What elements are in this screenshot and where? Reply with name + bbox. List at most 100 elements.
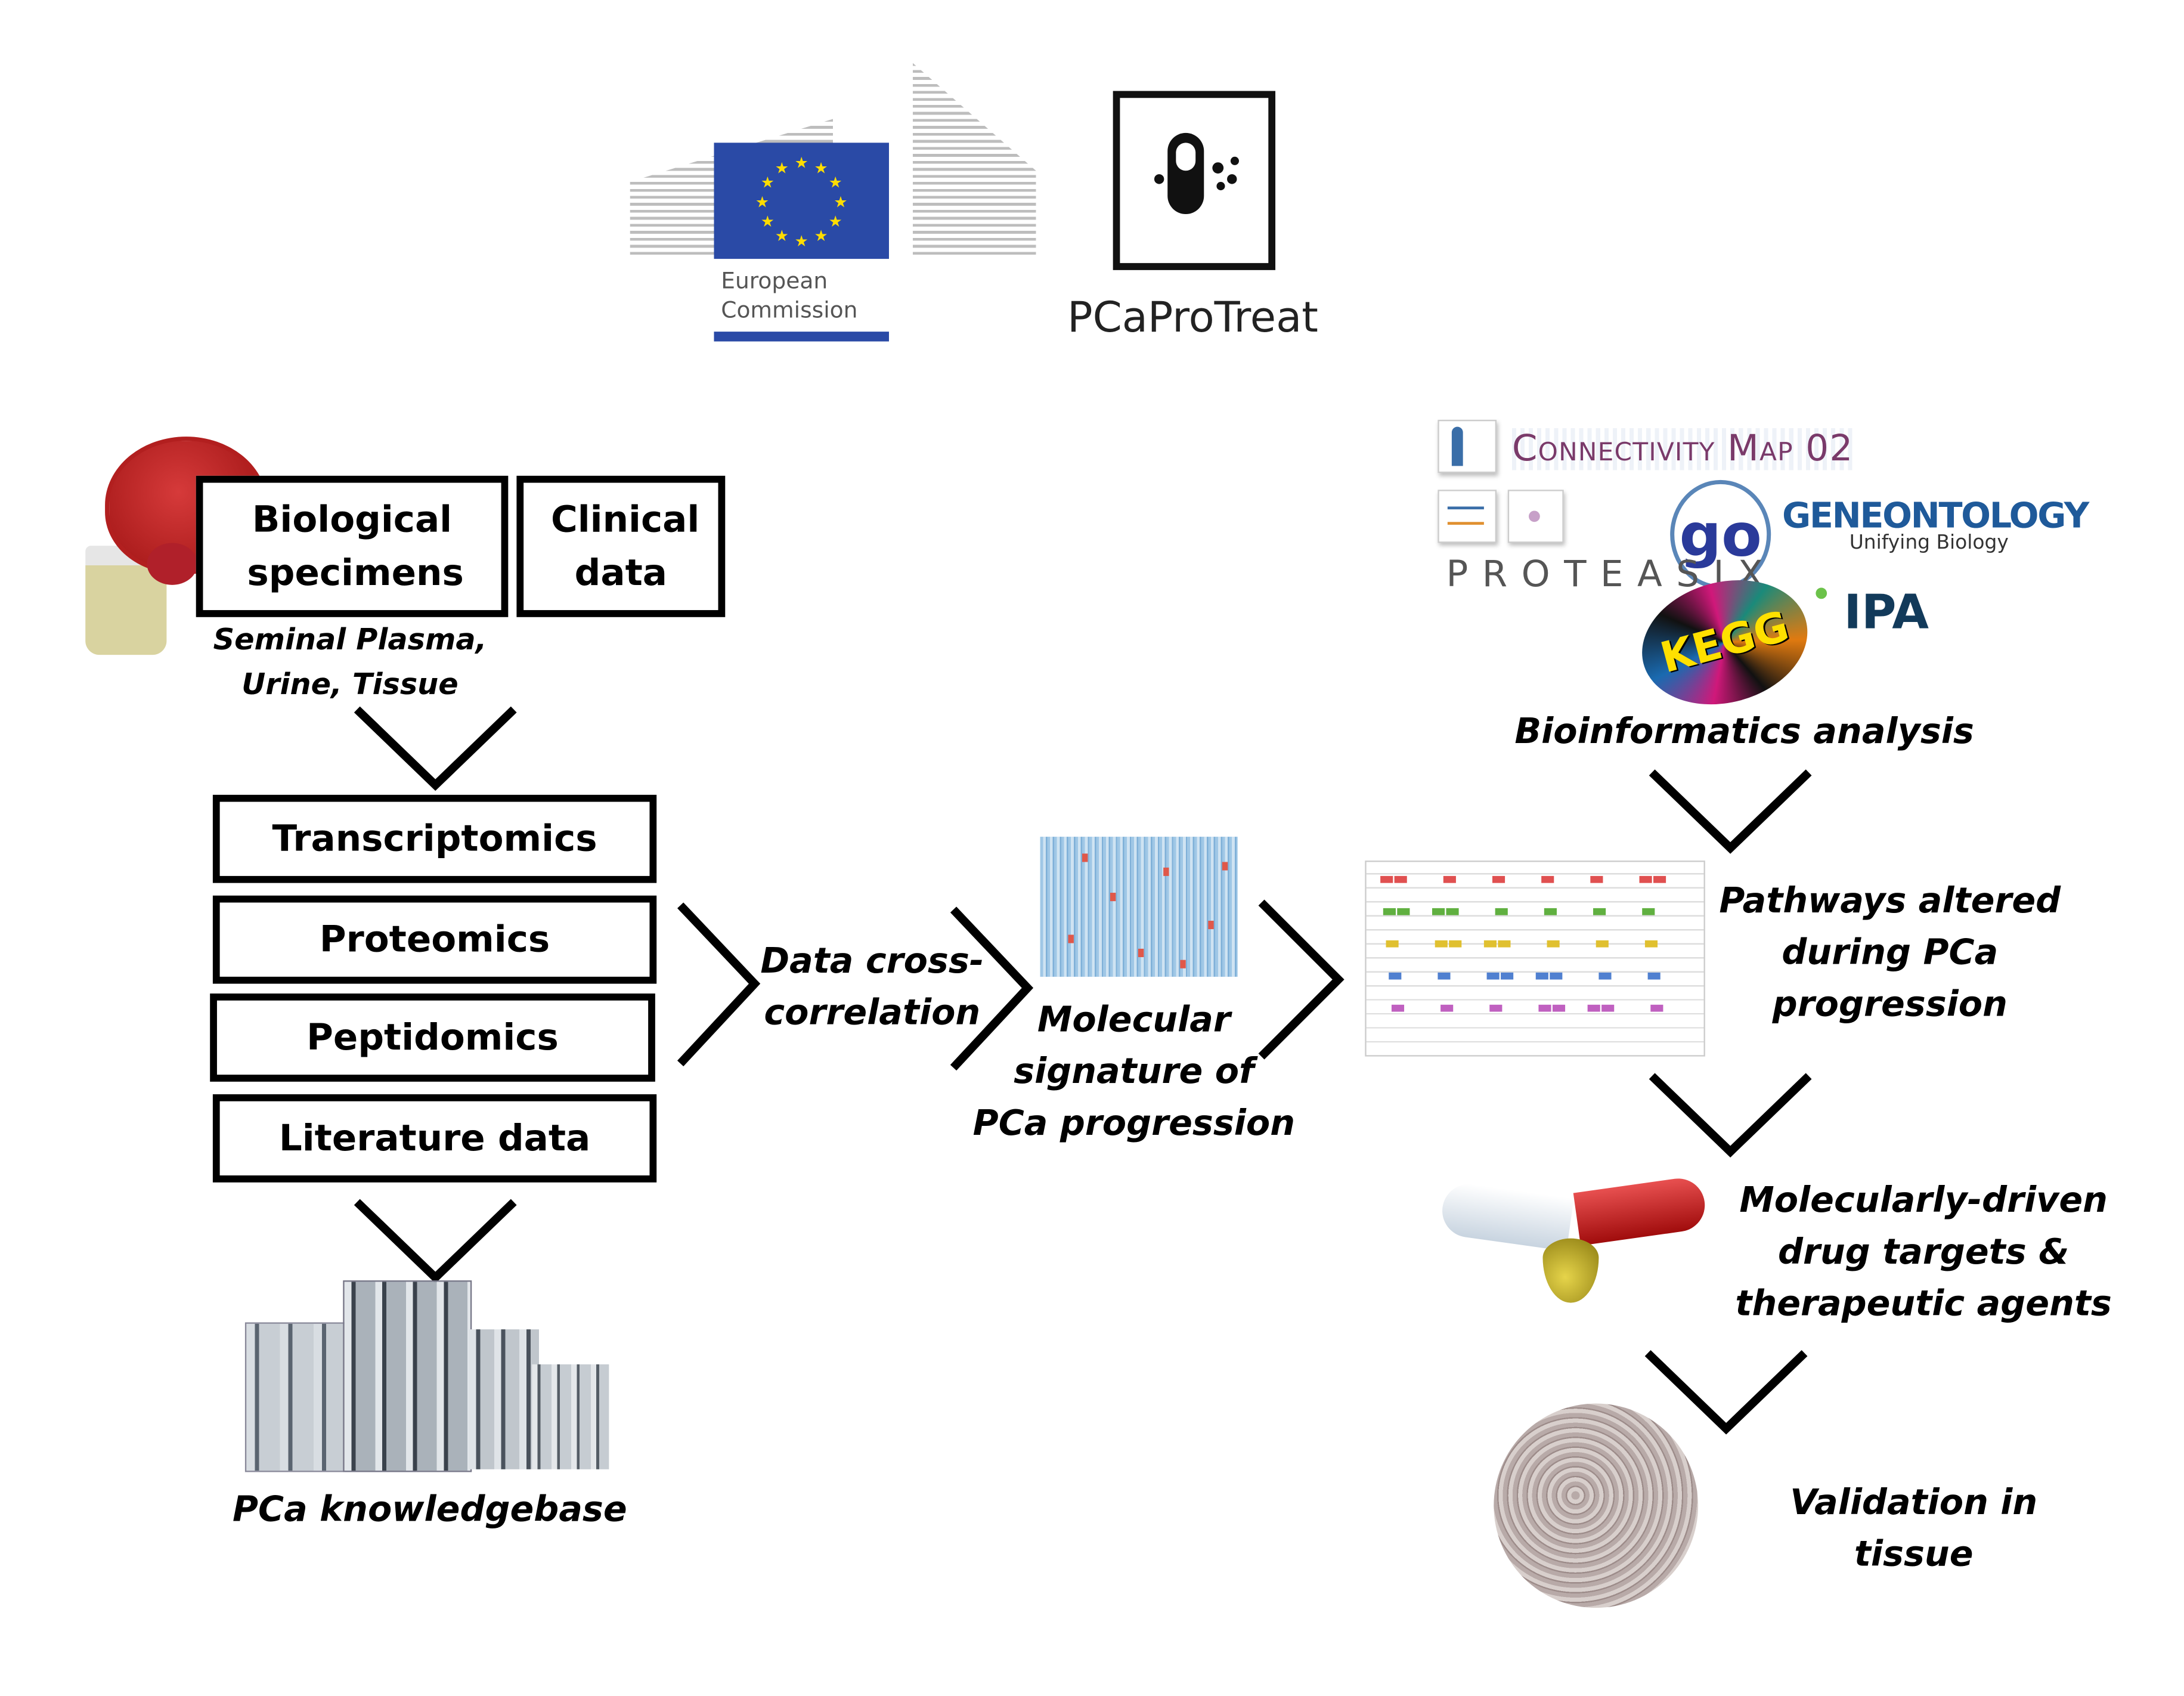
pcaprotreat-name: PCaProTreat [1067,293,1318,343]
pathway-node [1443,875,1456,883]
pathway-node [1644,940,1658,948]
omics-box-literature-data: Literature data [212,1094,657,1183]
pathway-node [1538,1004,1551,1012]
pathway-node [1552,1004,1566,1012]
pathway-node [1383,908,1396,915]
pathways-line3: progression [1772,983,2008,1025]
eu-star-icon: ★ [755,193,769,211]
pathway-node [1432,908,1445,915]
heatmap-cell [1163,867,1169,876]
eu-star-icon: ★ [834,193,847,211]
pathways-line1: Pathways altered [1719,880,2061,921]
specimen-types-line2: Urine, Tissue [241,667,459,701]
pcaprotreat-logo [1113,91,1276,270]
eu-star-icon: ★ [814,159,828,177]
pathway-node [1438,972,1451,980]
kegg-text: KEGG [1655,602,1794,683]
eu-text-line2: Commission [721,296,858,324]
biological-specimens-box: Biological specimens [196,475,509,617]
omics-box-proteomics: Proteomics [212,895,657,984]
pathway-node [1596,940,1609,948]
pathway-node [1653,875,1666,883]
specimen-types-caption: Seminal Plasma, Urine, Tissue [182,617,518,707]
bioinformatics-analysis-caption: Bioinformatics analysis [1514,711,1974,752]
pathway-node [1498,940,1511,948]
chevron-down-icon [1649,769,1812,854]
eu-building-stripes-right [912,63,1036,259]
pathway-node [1650,1004,1663,1012]
pathways-line2: during PCa [1782,931,1999,973]
specimen-types-line1: Seminal Plasma, [213,623,487,657]
pathway-node [1547,940,1560,948]
white-capsule-half [1439,1180,1574,1252]
ipa-logo: IPA [1844,584,1929,641]
clinical-data-box: Clinical data [516,475,726,617]
pill-capsule-icon [1154,132,1239,215]
drugs-line2: drug targets & [1777,1231,2070,1272]
gene-ontology-circle-icon: go [1670,479,1771,589]
eu-star-icon: ★ [829,213,842,231]
drug-capsules-image [1439,1175,1709,1308]
heatmap-cell [1138,948,1144,958]
omics-label: Literature data [278,1117,591,1160]
omics-label: Transcriptomics [272,818,597,860]
pathway-map-image [1365,861,1705,1057]
pathway-node [1446,908,1459,915]
pathway-node [1598,972,1612,980]
pathway-node [1386,940,1399,948]
pathway-node [1489,1004,1503,1012]
pathway-node [1501,972,1514,980]
eu-star-icon: ★ [795,233,808,250]
drug-targets-caption: Molecularly-driven drug targets & therap… [1727,1174,2119,1329]
chevron-right-icon [677,902,761,1067]
eu-text: European Commission [721,266,857,325]
molecule-icon [1507,490,1564,543]
pathway-node [1495,908,1508,915]
omics-label: Peptidomics [306,1016,559,1059]
heatmap-cell [1082,853,1088,862]
validation-line2: tissue [1854,1533,1974,1574]
eu-blue-bar [714,332,889,342]
tissue-sample-image [1494,1403,1699,1608]
validation-in-tissue-caption: Validation in tissue [1759,1477,2068,1580]
server-rack [532,1364,609,1469]
pathway-node [1483,940,1497,948]
eu-star-icon: ★ [775,159,789,177]
eu-text-line1: European [721,267,828,294]
pathway-node [1587,1004,1600,1012]
heatmap-cell [1222,862,1228,871]
pathway-node [1642,908,1655,915]
pathway-node [1380,875,1393,883]
eu-star-icon: ★ [829,174,842,191]
pathway-node [1593,908,1606,915]
validation-line1: Validation in [1790,1481,2038,1522]
heatmap-cell [1180,960,1186,968]
connectivity-map-icon [1438,419,1497,473]
cross-correlation-line1: Data cross- [760,940,984,981]
signature-line2: signature of [1014,1051,1254,1092]
signature-line3: PCa progression [972,1103,1296,1144]
european-commission-logo: ★★★★★★★★★★★★ European Commission [630,63,1036,343]
eu-star-icon: ★ [761,174,775,191]
pathway-node [1647,972,1661,980]
chevron-down-icon [1649,1073,1812,1158]
pathway-node [1389,972,1402,980]
pathway-node [1601,1004,1615,1012]
omics-label: Proteomics [319,918,550,961]
pathway-node [1440,1004,1454,1012]
drugs-line3: therapeutic agents [1735,1283,2112,1324]
drug-droplet [1542,1238,1599,1303]
eu-stars-icon: ★★★★★★★★★★★★ [755,154,848,250]
eu-flag: ★★★★★★★★★★★★ [714,143,889,259]
ipa-dot-icon [1816,587,1827,599]
chevron-right-icon [1258,899,1345,1060]
drugs-line1: Molecularly-driven [1739,1180,2108,1221]
pathway-node [1397,908,1410,915]
chevron-down-icon [354,1199,517,1284]
pathway-node [1391,1004,1405,1012]
bioinformatics-tools-logos: Connectivity Map 02 go GENEONTOLOGY Unif… [1435,417,2089,722]
pathway-nodes [1380,875,1666,1012]
heatmap-cell [1110,893,1116,902]
biological-specimens-label: Biological specimens [247,499,464,595]
